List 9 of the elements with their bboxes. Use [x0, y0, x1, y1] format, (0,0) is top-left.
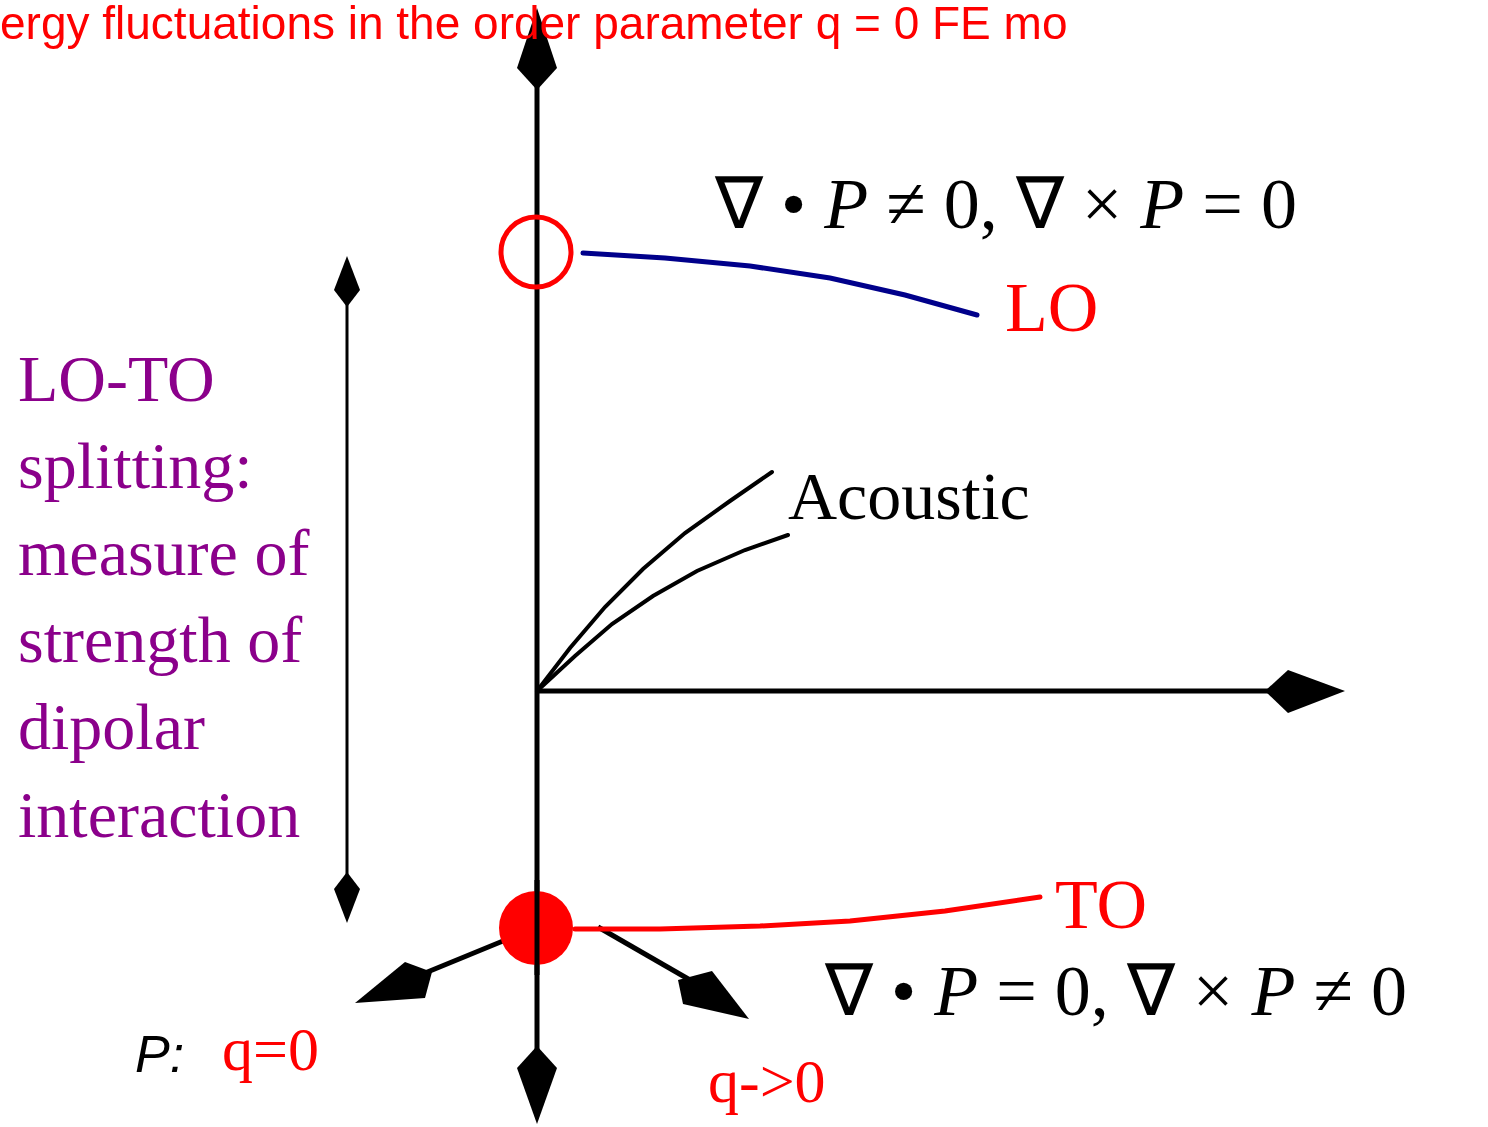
branch-label: LO [1005, 273, 1099, 343]
formula-text: ∇ • P = 0, ∇ × P ≠ 0 [825, 955, 1407, 1027]
branch-label: Acoustic [788, 462, 1030, 530]
symbol-label: P: [135, 1028, 185, 1080]
formula-text: ∇ • P ≠ 0, ∇ × P = 0 [715, 168, 1297, 240]
branch-label: TO [1055, 870, 1148, 940]
open-mode-marker [498, 214, 574, 290]
filled-mode-marker [499, 891, 573, 965]
annotation-text: LO-TO splitting: measure of strength of dipolar interaction [18, 341, 311, 853]
